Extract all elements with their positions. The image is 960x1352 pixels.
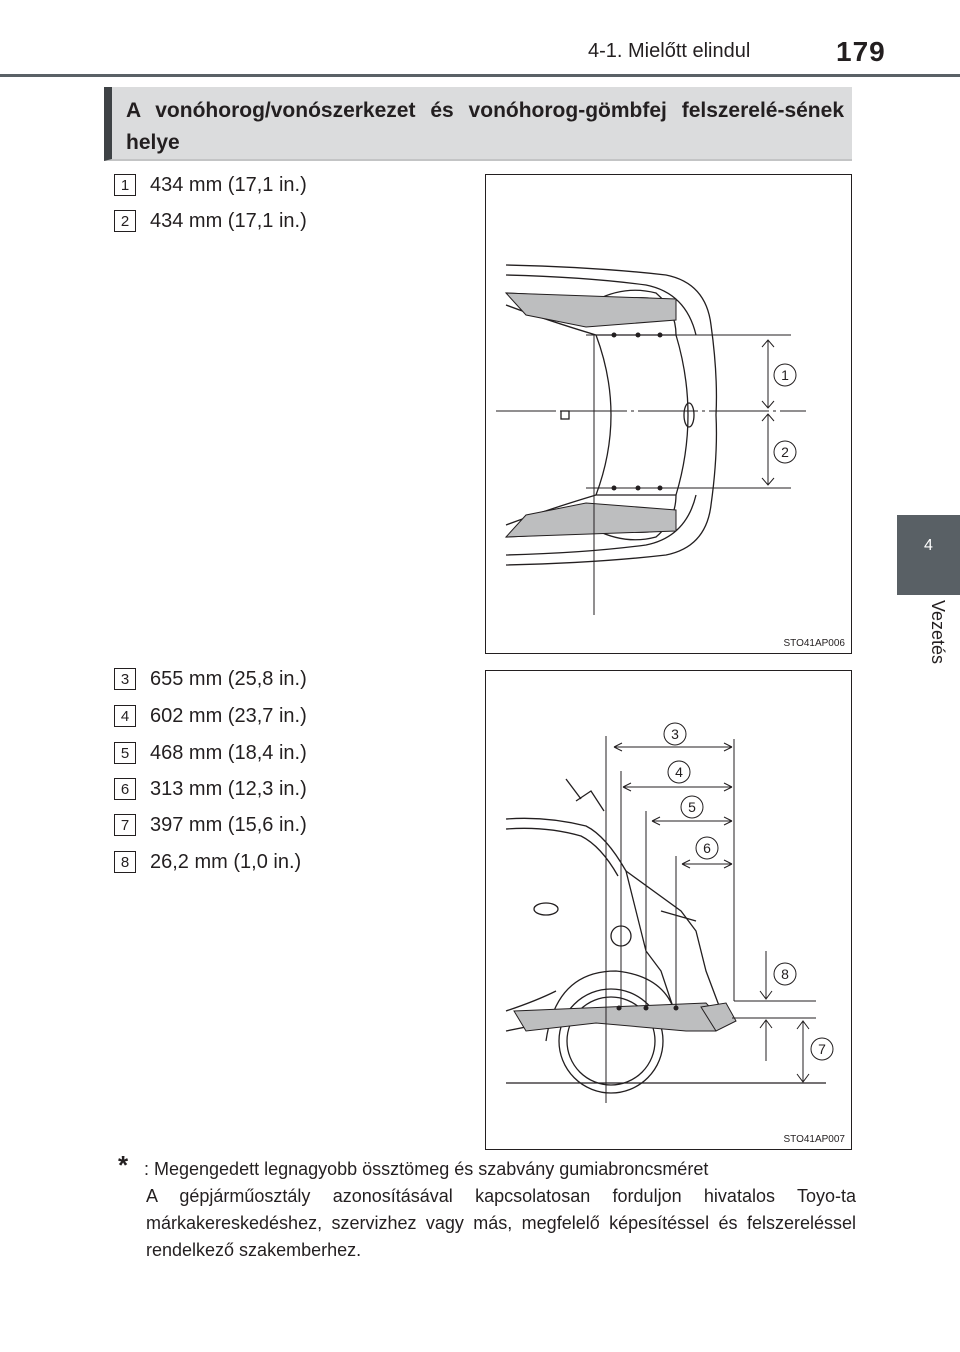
callout-7: 7	[818, 1041, 826, 1057]
item-number-badge: 8	[114, 851, 136, 873]
item-text: 655 mm (25,8 in.)	[150, 667, 307, 690]
header-divider	[0, 74, 960, 77]
figure-code: STO41AP006	[783, 638, 845, 649]
item-text: 313 mm (12,3 in.)	[150, 777, 307, 800]
section-title: 4-1. Mielőtt elindul	[588, 40, 751, 62]
side-view-figure: 3 4 5 6 8 7 STO41AP007	[485, 670, 852, 1150]
list-item: 5 468 mm (18,4 in.)	[114, 740, 307, 766]
item-number-badge: 3	[114, 668, 136, 690]
footnote-first-line: : Megengedett legnagyobb össztömeg és sz…	[144, 1159, 709, 1179]
item-number-badge: 5	[114, 742, 136, 764]
chapter-number: 4	[924, 537, 933, 554]
chapter-label-container: Vezetés	[897, 600, 948, 680]
rear-view-illustration: 1 2	[496, 264, 806, 615]
item-text: 397 mm (15,6 in.)	[150, 813, 307, 836]
footnote-body: A gépjárműosztály azonosításával kapcsol…	[146, 1186, 856, 1260]
item-text: 434 mm (17,1 in.)	[150, 209, 307, 232]
callout-4: 4	[675, 764, 683, 780]
section-heading-box: A vonóhorog/vonószerkezet és vonóhorog-g…	[104, 87, 852, 161]
page-number: 179	[836, 36, 886, 67]
callout-1: 1	[781, 367, 789, 383]
item-text: 434 mm (17,1 in.)	[150, 173, 307, 196]
list-item: 1 434 mm (17,1 in.)	[114, 172, 307, 198]
item-number-badge: 1	[114, 174, 136, 196]
list-item: 2 434 mm (17,1 in.)	[114, 208, 307, 234]
list-item: 4 602 mm (23,7 in.)	[114, 703, 307, 729]
list-item: 3 655 mm (25,8 in.)	[114, 666, 307, 692]
list-item: 6 313 mm (12,3 in.)	[114, 776, 307, 802]
rear-view-figure: 1 2 STO41AP006	[485, 174, 852, 654]
callout-6: 6	[703, 840, 711, 856]
chapter-tab: 4	[897, 515, 960, 595]
item-number-badge: 7	[114, 814, 136, 836]
item-text: 468 mm (18,4 in.)	[150, 741, 307, 764]
chapter-label: Vezetés	[928, 600, 948, 665]
list-item: 8 26,2 mm (1,0 in.)	[114, 849, 301, 875]
section-heading: A vonóhorog/vonószerkezet és vonóhorog-g…	[126, 99, 844, 154]
callout-8: 8	[781, 966, 789, 982]
callout-3: 3	[671, 726, 679, 742]
list-item: 7 397 mm (15,6 in.)	[114, 812, 307, 838]
figure-code: STO41AP007	[783, 1134, 845, 1145]
callout-2: 2	[781, 444, 789, 460]
footnote-marker: *	[118, 1150, 129, 1180]
callout-5: 5	[688, 799, 696, 815]
item-number-badge: 6	[114, 778, 136, 800]
item-number-badge: 4	[114, 705, 136, 727]
item-number-badge: 2	[114, 210, 136, 232]
side-view-illustration: 3 4 5 6 8 7	[505, 722, 834, 1103]
item-text: 26,2 mm (1,0 in.)	[150, 850, 302, 873]
item-text: 602 mm (23,7 in.)	[150, 704, 307, 727]
